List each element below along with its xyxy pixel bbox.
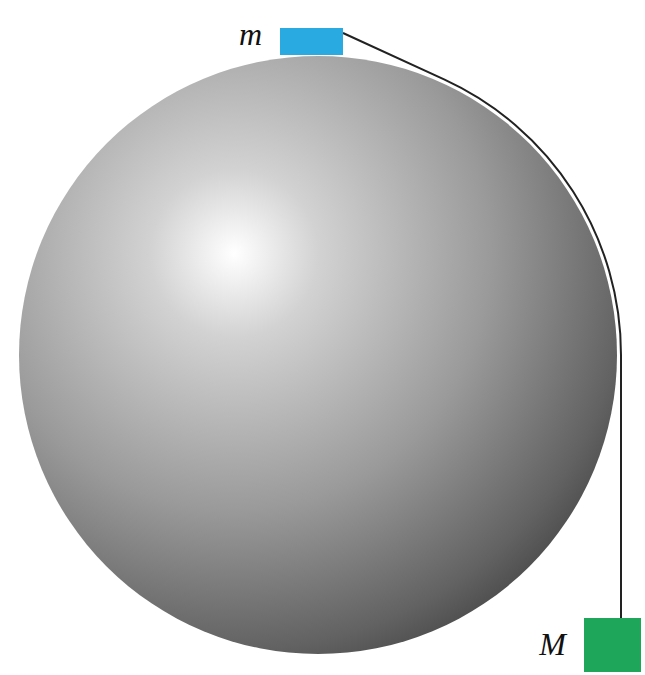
mass-label: m xyxy=(239,18,262,50)
string xyxy=(343,33,621,618)
sphere xyxy=(19,56,617,654)
small-block: m xyxy=(280,28,343,55)
large-block: M xyxy=(584,618,641,672)
mass-label: M xyxy=(539,628,566,660)
